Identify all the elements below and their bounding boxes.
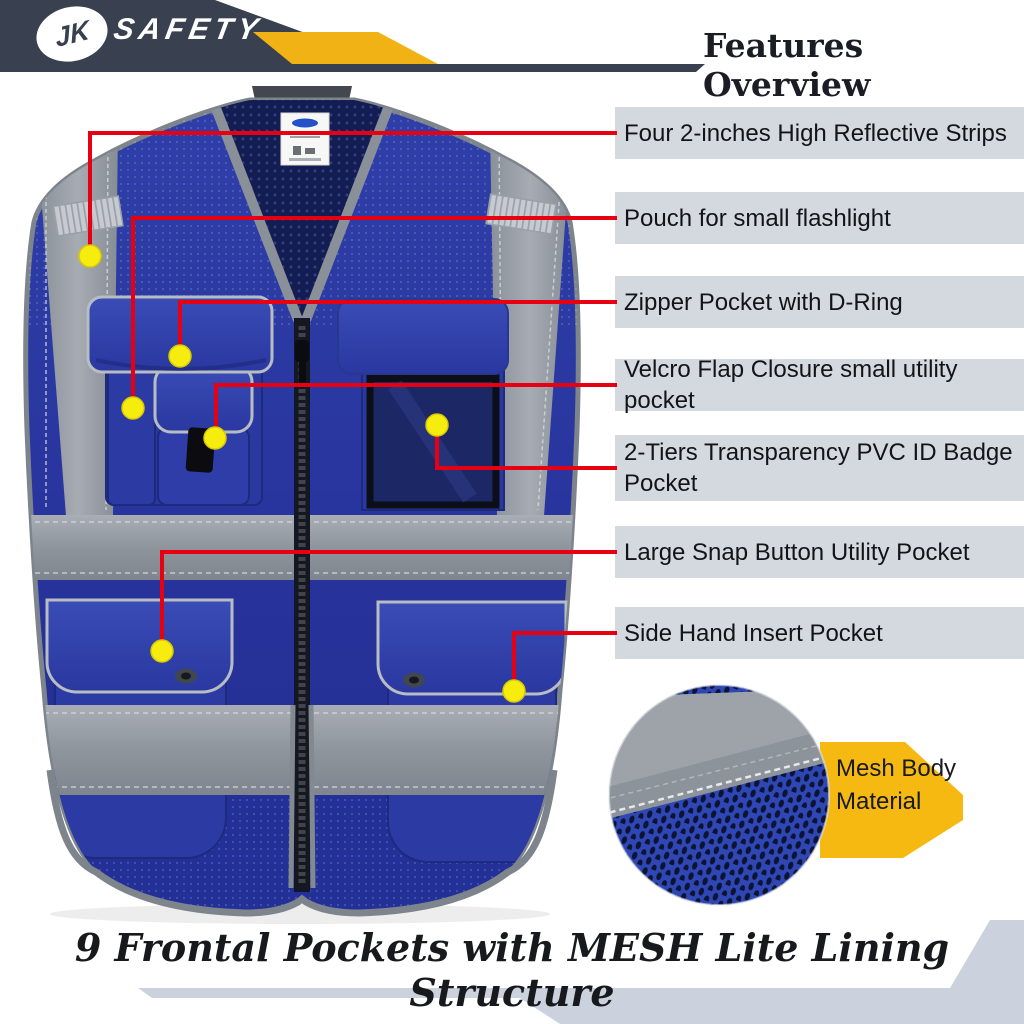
callout-line-snap-utility-pocket (160, 550, 617, 651)
left-chest-pocket-group (86, 295, 274, 506)
v-neck-trim-right (301, 100, 397, 322)
callout-line-velcro-pocket (214, 383, 617, 438)
flashlight-pouch (107, 365, 156, 506)
small-utility-pocket-body (157, 427, 250, 506)
callout-label-reflective-strips: Four 2-inches High Reflective Strips (615, 107, 1024, 159)
lower-left-pocket-body (54, 639, 227, 859)
v-neck-trim-left (207, 100, 303, 322)
zipper-pull (299, 360, 306, 388)
callout-dot-zipper-pocket (168, 344, 192, 368)
page-title: Features Overview (703, 26, 871, 104)
inset-reflective-strip (609, 688, 829, 822)
callout-line-zipper-pocket (178, 300, 617, 356)
banner-underline (0, 64, 705, 72)
reflective-strip-right (490, 130, 570, 516)
zipper-slider (295, 340, 309, 362)
callout-dots (78, 244, 526, 703)
callout-label-velcro-pocket: Velcro Flap Closure small utility pocket (615, 356, 1024, 414)
mesh-inset-label: Mesh Body Material (836, 755, 957, 815)
id-pocket-backing (361, 369, 505, 511)
id-pocket-flap (337, 298, 509, 375)
callout-lines (88, 131, 617, 691)
callout-dot-snap-utility-pocket (150, 639, 174, 663)
brand-monogram: JK (53, 14, 91, 53)
callout-line-reflective-strips (88, 131, 617, 256)
reflective-strip-left (38, 130, 118, 516)
callout-line-side-hand-pocket (512, 631, 617, 691)
zipper-pocket-body (105, 351, 263, 506)
brand-wordmark: SAFETY (111, 13, 266, 46)
lower-reflective-band (25, 705, 579, 795)
center-zipper (288, 318, 316, 892)
callout-dot-id-badge-pocket (425, 413, 449, 437)
callout-dot-reflective-strips (78, 244, 102, 268)
mic-tab-right (485, 193, 557, 235)
chest-mesh-texture (25, 100, 579, 326)
callout-dot-velcro-pocket (203, 426, 227, 450)
vest-illustration (23, 86, 581, 917)
waist-reflective-band (25, 515, 579, 580)
lower-right-pocket-body (387, 644, 557, 863)
callout-line-id-badge-pocket (435, 425, 617, 470)
callout-label-snap-utility-pocket: Large Snap Button Utility Pocket (615, 526, 1024, 578)
callout-label-side-hand-pocket: Side Hand Insert Pocket (615, 607, 1024, 659)
snap-button (403, 672, 425, 688)
right-chest-pocket-group (337, 298, 509, 511)
callout-label-id-badge-pocket: 2-Tiers Transparency PVC ID Badge Pocket (615, 435, 1024, 501)
lower-left-pocket-flap (45, 598, 234, 694)
vest-shadow (50, 904, 550, 924)
neck-label-tag (280, 112, 330, 166)
callout-dot-side-hand-pocket (502, 679, 526, 703)
small-utility-pocket-flap (153, 364, 254, 434)
lower-right-pocket-flap (376, 600, 568, 696)
callout-line-flashlight-pouch (131, 216, 617, 408)
hem-mesh-zone (25, 795, 579, 913)
hem-trim (46, 769, 558, 917)
zipper-pocket-flap (86, 295, 274, 374)
snap-button (175, 668, 197, 684)
mic-tab-left (52, 195, 124, 237)
callout-label-zipper-pocket: Zipper Pocket with D-Ring (615, 276, 1024, 328)
inner-v-mesh (214, 100, 390, 318)
id-badge-window (366, 372, 500, 509)
callout-dot-flashlight-pouch (121, 396, 145, 420)
vest-collar (252, 86, 352, 114)
banner-yellow-accent (253, 32, 438, 64)
velcro-tab (185, 427, 216, 473)
callout-label-flashlight-pouch: Pouch for small flashlight (615, 192, 1024, 244)
footer-caption: 9 Frontal Pockets with MESH Lite Lining … (74, 925, 950, 1015)
vest-body (23, 97, 581, 916)
